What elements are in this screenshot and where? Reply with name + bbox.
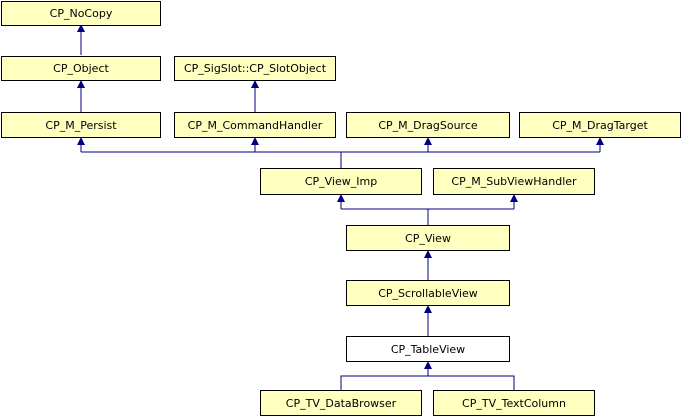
edge-view-to-bases-bus	[341, 208, 514, 225]
class-label: CP_TV_TextColumn	[462, 396, 566, 410]
class-label: CP_TV_DataBrowser	[285, 396, 397, 410]
class-label: CP_TableView	[390, 342, 466, 356]
class-label: CP_View_Imp	[304, 175, 378, 188]
class-node-cp-m-persist[interactable]: CP_M_Persist	[1, 112, 161, 138]
class-label: CP_SigSlot::CP_SlotObject	[183, 62, 327, 75]
class-node-cp-tv-textcolumn[interactable]: CP_TV_TextColumn	[433, 390, 595, 416]
class-label: CP_M_CommandHandler	[187, 118, 323, 132]
edge-viewimp-to-mixins-bus	[81, 151, 600, 168]
class-label: CP_View	[405, 231, 451, 245]
class-label: CP_M_DragTarget	[552, 118, 648, 132]
class-label: CP_Object	[53, 62, 109, 75]
class-node-cp-sigslot-slotobject[interactable]: CP_SigSlot::CP_SlotObject	[174, 56, 336, 81]
class-label: CP_M_SubViewHandler	[451, 175, 577, 188]
class-node-cp-view[interactable]: CP_View	[346, 225, 510, 251]
class-node-cp-object[interactable]: CP_Object	[1, 56, 161, 81]
class-label: CP_M_Persist	[45, 118, 117, 132]
class-label: CP_ScrollableView	[378, 286, 478, 300]
class-node-cp-tableview[interactable]: CP_TableView	[346, 336, 510, 362]
class-node-cp-m-commandhandler[interactable]: CP_M_CommandHandler	[174, 112, 336, 138]
class-node-cp-tv-databrowser[interactable]: CP_TV_DataBrowser	[260, 390, 422, 416]
class-node-cp-view-imp[interactable]: CP_View_Imp	[260, 168, 422, 195]
class-label: CP_NoCopy	[49, 7, 113, 20]
class-node-cp-m-dragtarget[interactable]: CP_M_DragTarget	[519, 112, 681, 138]
class-label: CP_M_DragSource	[378, 118, 478, 132]
class-node-cp-m-subviewhandler[interactable]: CP_M_SubViewHandler	[433, 168, 595, 195]
class-node-cp-scrollableview[interactable]: CP_ScrollableView	[346, 280, 510, 306]
class-node-cp-m-dragsource[interactable]: CP_M_DragSource	[346, 112, 510, 138]
edge-leaves-to-tableview-bus	[340, 375, 515, 390]
class-node-cp-nocopy[interactable]: CP_NoCopy	[1, 1, 161, 26]
